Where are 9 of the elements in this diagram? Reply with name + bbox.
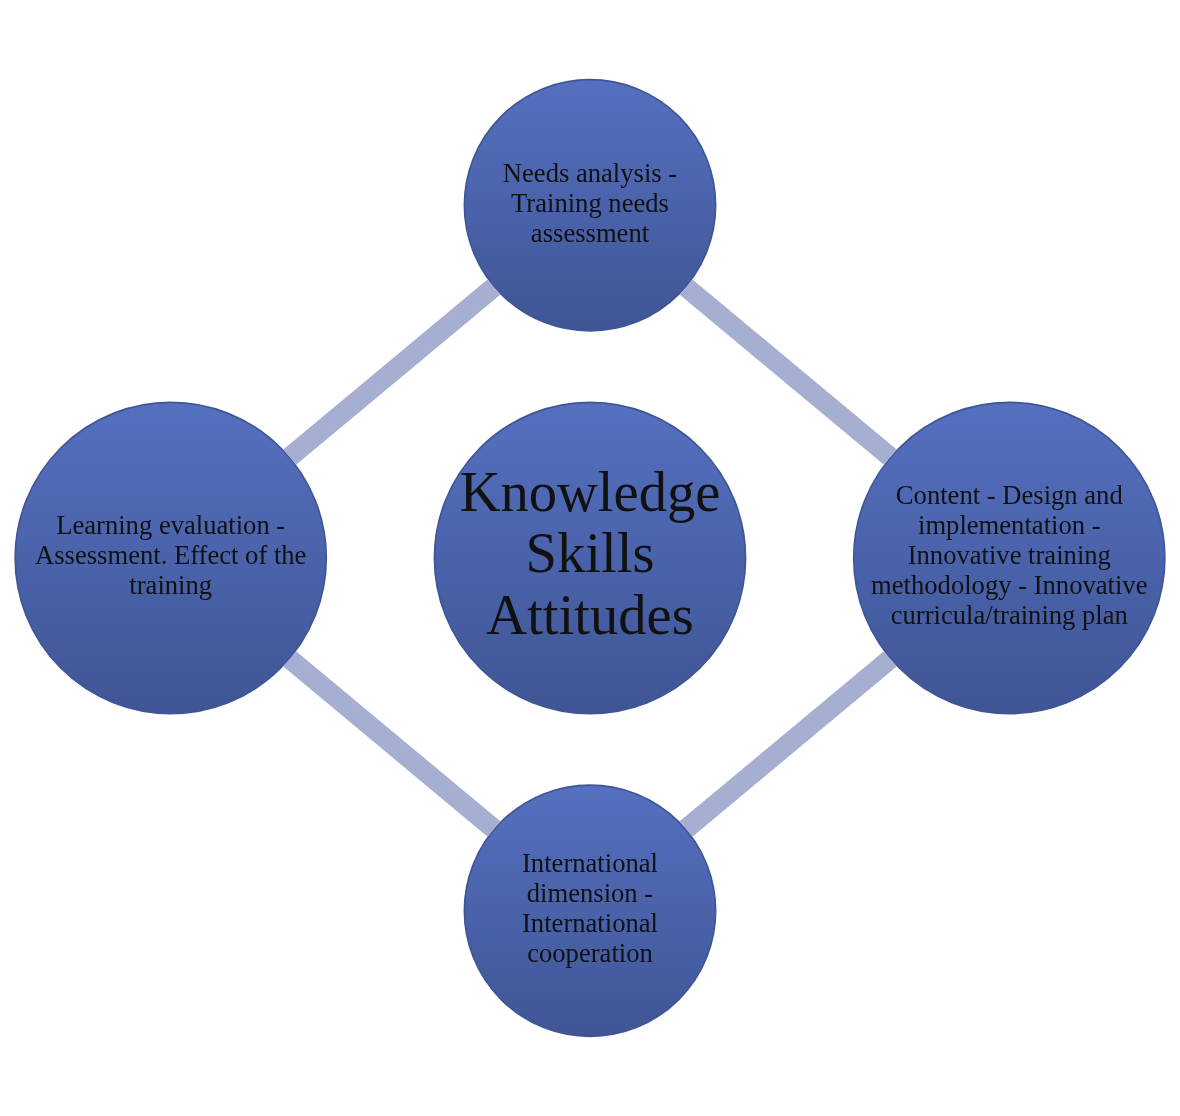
connector	[283, 279, 501, 465]
node-circle: International dimension - International cooperation	[463, 784, 717, 1038]
connector	[283, 651, 501, 837]
connector	[679, 651, 897, 837]
node-circle: Needs analysis - Training needs assessment	[463, 78, 717, 332]
node-circle: Learning evaluation - Assessment. Effect of the training	[14, 401, 328, 715]
node-circle: Content - Design and implementation - Innovative training methodology - Innovative curricula/training plan	[852, 401, 1166, 715]
connector	[679, 279, 897, 465]
node-circle: Knowledge Skills Attitudes	[433, 401, 747, 715]
